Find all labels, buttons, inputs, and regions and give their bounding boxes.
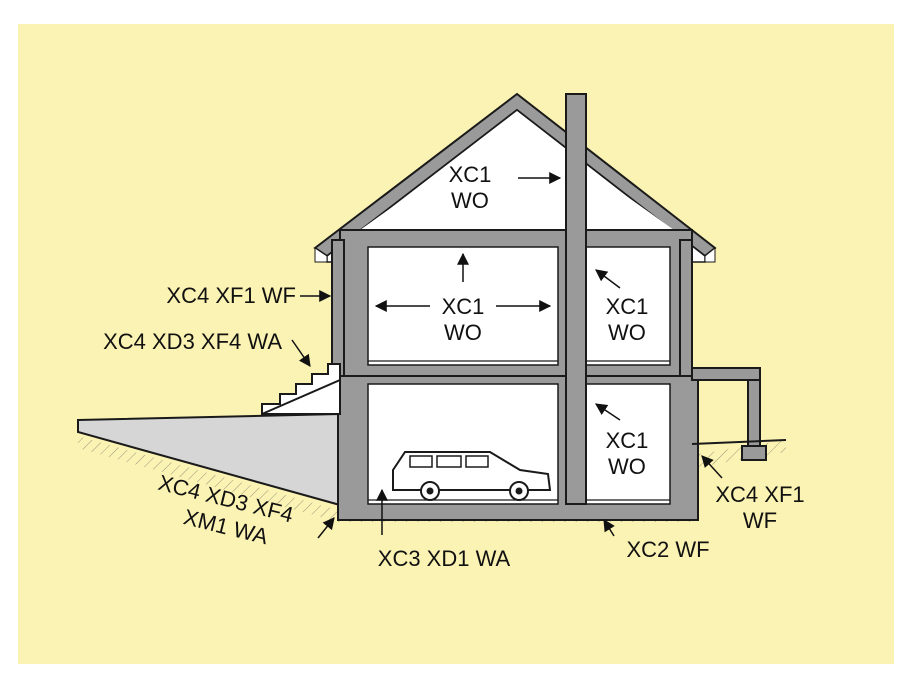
arrow-driveway <box>317 517 335 539</box>
label-roof-line2: WO <box>451 188 489 213</box>
arrow-foundation <box>603 518 615 537</box>
label-roof-line1: XC1 <box>449 162 492 187</box>
label-upper-right-line1: XC1 <box>606 294 649 319</box>
label-outer-wall: XC4 XF1 WF <box>166 283 296 308</box>
label-stairs: XC4 XD3 XF4 WA <box>103 329 282 354</box>
arrow-upper-right-room <box>595 269 621 289</box>
exterior-stairs <box>261 363 341 415</box>
label-garage-floor: XC3 XD1 WA <box>378 546 511 571</box>
room-upper-right <box>585 246 671 366</box>
label-foundation: XC2 WF <box>626 537 709 562</box>
label-lower-right-line1: XC1 <box>606 428 649 453</box>
attic-space <box>360 118 674 230</box>
right-porch <box>691 367 787 461</box>
label-right-ground-line2: WF <box>743 508 777 533</box>
label-upper-left-line1: XC1 <box>442 294 485 319</box>
label-upper-left-line2: WO <box>444 320 482 345</box>
label-upper-right-line2: WO <box>608 320 646 345</box>
arrow-lower-right-room <box>595 403 621 421</box>
chimney <box>565 93 587 505</box>
label-right-ground-line1: XC4 XF1 <box>715 482 804 507</box>
label-lower-right-line2: WO <box>608 454 646 479</box>
car-icon <box>392 451 552 501</box>
arrows <box>291 172 723 539</box>
arrow-right-ground <box>701 455 723 479</box>
arrow-stairs <box>291 339 311 367</box>
